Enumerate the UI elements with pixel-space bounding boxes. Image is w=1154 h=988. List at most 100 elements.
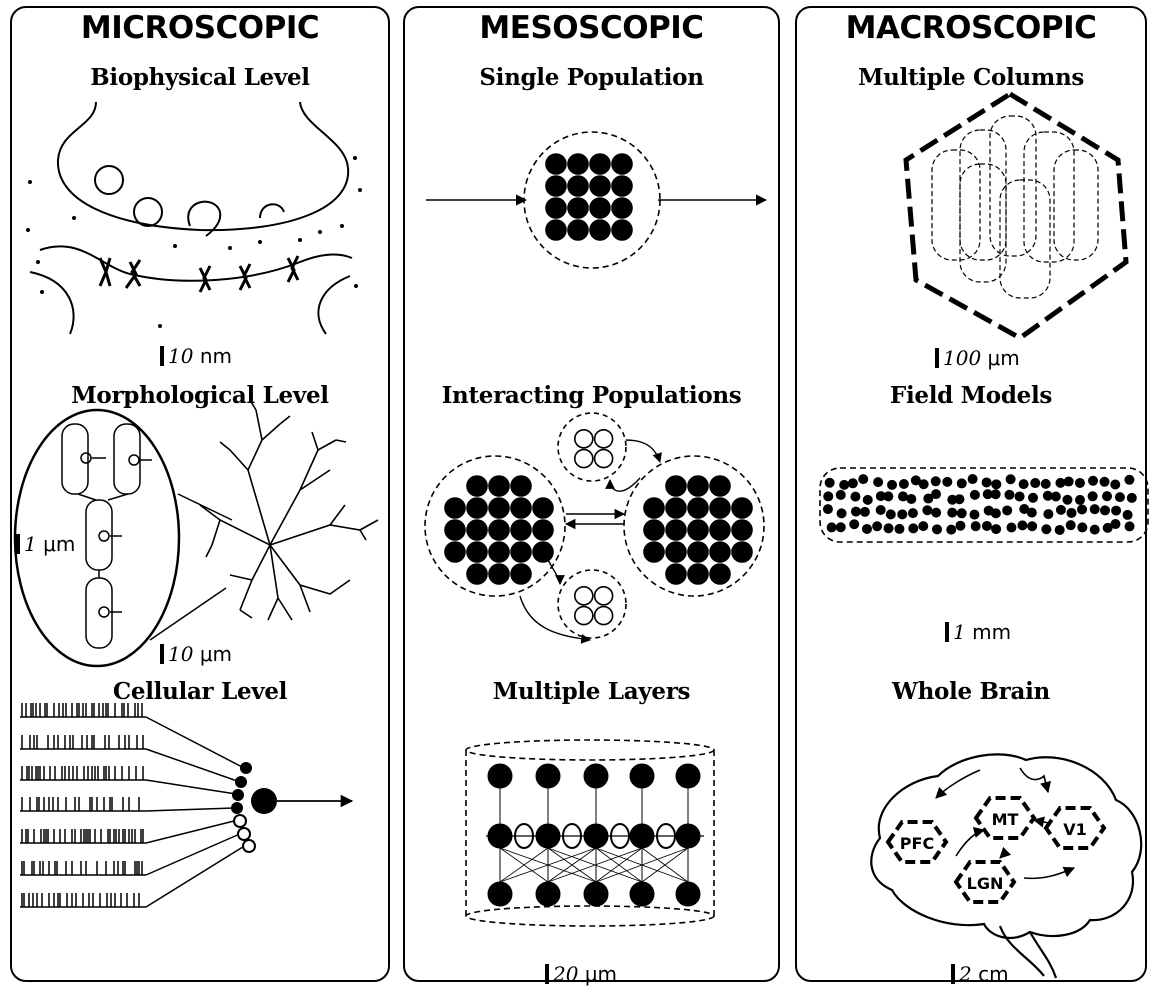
- neuron-dot-hollow: [595, 607, 613, 625]
- field-dot: [1111, 506, 1121, 516]
- field-dot: [1100, 477, 1110, 487]
- field-dot: [991, 489, 1001, 499]
- layer-neuron: [536, 764, 560, 788]
- field-dot: [827, 522, 837, 532]
- field-dot: [836, 490, 846, 500]
- field-dot: [825, 478, 835, 488]
- neuron-dot: [546, 198, 566, 218]
- field-dot: [1030, 478, 1040, 488]
- single-population: [426, 132, 766, 268]
- field-dot: [860, 507, 870, 517]
- field-dot: [946, 525, 956, 535]
- neuron-dot: [568, 176, 588, 196]
- field-dot: [1090, 525, 1100, 535]
- field-dot: [919, 479, 929, 489]
- neuron-dot: [590, 154, 610, 174]
- field-dot: [942, 477, 952, 487]
- neuron-dot: [732, 542, 752, 562]
- field-dot: [851, 507, 861, 517]
- field-dot: [863, 495, 873, 505]
- layer-neuron: [536, 882, 560, 906]
- neuron-dot-hollow: [595, 587, 613, 605]
- field-dot: [849, 519, 859, 529]
- field-dot: [899, 479, 909, 489]
- neuron-dot: [612, 198, 632, 218]
- neuron-dot: [568, 220, 588, 240]
- field-dot: [968, 474, 978, 484]
- neuron-dot: [666, 542, 686, 562]
- cellular-synapses: [231, 762, 352, 852]
- neuron-dot: [568, 154, 588, 174]
- field-dot: [970, 490, 980, 500]
- neuron-dot-hollow: [575, 430, 593, 448]
- neuron-dot: [644, 542, 664, 562]
- field-dot: [1019, 479, 1029, 489]
- field-dot: [1127, 493, 1137, 503]
- field-dot: [876, 505, 886, 515]
- field-dot: [884, 523, 894, 533]
- field-dot: [1041, 479, 1051, 489]
- neuron-dot: [590, 176, 610, 196]
- field-dot: [1125, 521, 1135, 531]
- field-dot: [836, 522, 846, 532]
- layer-neuron: [630, 764, 654, 788]
- field-dot: [1075, 495, 1085, 505]
- neuron-dot: [489, 476, 509, 496]
- field-dot: [1075, 478, 1085, 488]
- neuron-dot: [489, 520, 509, 540]
- neuron-dot: [688, 564, 708, 584]
- layer-neuron: [676, 764, 700, 788]
- field-dot: [1077, 522, 1087, 532]
- neuron-dot: [445, 542, 465, 562]
- neuron-dot: [546, 176, 566, 196]
- neuron-dot: [732, 520, 752, 540]
- neuron-dot: [710, 520, 730, 540]
- neuron-dot: [533, 542, 553, 562]
- neuron-dot: [612, 176, 632, 196]
- spike-trains: [20, 703, 146, 907]
- field-dot: [1056, 505, 1066, 515]
- region-label-mt: MT: [992, 810, 1019, 829]
- multiple-columns: [906, 94, 1126, 338]
- layer-neuron: [488, 764, 512, 788]
- layer-neuron: [676, 882, 700, 906]
- multiple-layers: [466, 740, 714, 926]
- region-label-lgn: LGN: [967, 874, 1004, 893]
- field-dot: [932, 524, 942, 534]
- interacting-populations: [425, 413, 764, 640]
- neuron-dot: [590, 198, 610, 218]
- field-dot: [908, 523, 918, 533]
- field-dot: [1115, 492, 1125, 502]
- field-dot: [862, 524, 872, 534]
- field-dot: [957, 508, 967, 518]
- neuron-dot-hollow: [595, 430, 613, 448]
- field-dot: [957, 478, 967, 488]
- neuron-dot: [511, 476, 531, 496]
- neuron-dot: [688, 520, 708, 540]
- field-dot: [922, 505, 932, 515]
- field-dot: [850, 492, 860, 502]
- neuron-dot: [688, 476, 708, 496]
- neuron-dot: [467, 542, 487, 562]
- field-dot: [1006, 522, 1016, 532]
- region-label-pfc: PFC: [900, 834, 934, 853]
- field-dot: [886, 509, 896, 519]
- neuron-dot: [666, 476, 686, 496]
- neuron-dot: [445, 520, 465, 540]
- field-dot: [1100, 505, 1110, 515]
- neuron-dot: [666, 564, 686, 584]
- field-dot: [823, 491, 833, 501]
- field-dot: [858, 474, 868, 484]
- neuron-dot: [467, 564, 487, 584]
- synapse-vesicle-dots: [26, 156, 362, 328]
- neuron-dot-hollow: [575, 587, 593, 605]
- whole-brain: [871, 754, 1141, 978]
- neuron-dot: [644, 498, 664, 518]
- neuron-tree: [200, 400, 378, 620]
- field-dot: [848, 478, 858, 488]
- field-dot: [894, 524, 904, 534]
- field-dot: [991, 508, 1001, 518]
- field-dot: [969, 510, 979, 520]
- field-dot: [947, 508, 957, 518]
- layer-neuron: [488, 882, 512, 906]
